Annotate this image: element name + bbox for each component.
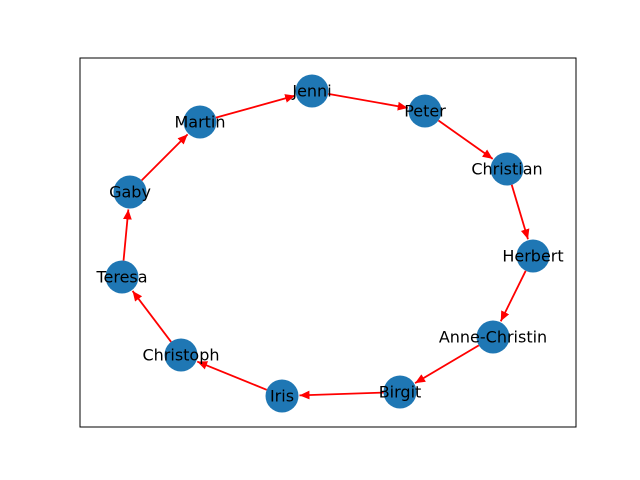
node-label: Anne-Christin	[439, 328, 547, 347]
node-label: Peter	[404, 102, 446, 121]
graph-node	[105, 260, 139, 294]
node-label: Gaby	[109, 183, 151, 202]
node-label: Christoph	[142, 346, 219, 365]
nodes-layer	[105, 74, 550, 413]
graph-node	[516, 239, 550, 273]
graph-node	[476, 320, 510, 354]
graph-edge	[299, 390, 384, 400]
node-label: Birgit	[379, 383, 422, 402]
graph-node	[408, 94, 442, 128]
node-label: Teresa	[95, 268, 147, 287]
graph-node	[490, 152, 524, 186]
node-label: Christian	[471, 160, 542, 179]
graph-edge	[215, 94, 296, 119]
graph-node	[265, 379, 299, 413]
graph-node	[383, 375, 417, 409]
edges-layer	[122, 92, 530, 400]
graph-node	[295, 74, 329, 108]
node-label: Herbert	[502, 247, 563, 266]
graph-edge	[141, 133, 189, 181]
node-label: Jenni	[291, 82, 331, 101]
graph-edge	[131, 290, 172, 343]
graph-edge	[328, 92, 408, 111]
labels-layer: JenniPeterChristianHerbertAnne-ChristinB…	[95, 82, 563, 406]
graph-edge	[437, 119, 494, 160]
axes-frame	[79, 57, 577, 428]
graph-node	[183, 105, 217, 139]
graph-edge	[122, 209, 132, 261]
node-label: Iris	[270, 387, 294, 406]
graph-node	[113, 175, 147, 209]
graph-edge	[196, 360, 268, 391]
graph-node	[164, 338, 198, 372]
graph-edge	[499, 270, 527, 322]
node-label: Martin	[174, 113, 225, 132]
graph-edge	[510, 184, 530, 240]
graph-edge	[414, 344, 480, 384]
